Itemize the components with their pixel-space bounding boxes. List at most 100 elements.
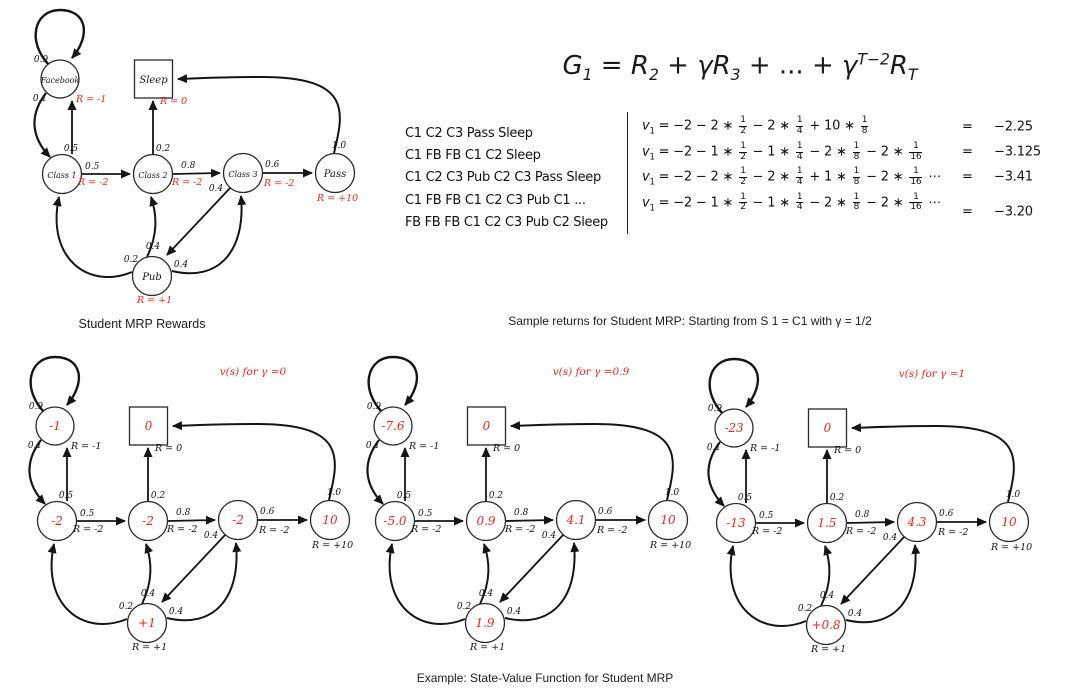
probability-label-c1-fb: 0.5: [397, 491, 412, 501]
probability-label-c1-fb: 0.5: [738, 493, 753, 503]
transition-edge-c3-pub: [161, 533, 227, 603]
diagram-title: v(s) for γ =0.9: [553, 366, 630, 378]
state-label-pass: Pass: [323, 169, 347, 180]
probability-label-c1-c2: 0.5: [418, 509, 433, 519]
probability-label-c1-c2: 0.5: [80, 509, 95, 519]
probability-label-pass-sleep: 1.0: [327, 488, 342, 498]
state-node-fb: [373, 406, 413, 446]
probability-label-pass-sleep: 1.0: [1006, 490, 1021, 500]
reward-label-c3: R = -2: [596, 525, 627, 536]
probability-label-pub-c2: 0.4: [146, 242, 161, 252]
episode-row: C1 C2 C3 Pub C2 C3 Pass Sleep: [405, 170, 601, 186]
return-value: −3.20: [994, 204, 1033, 220]
transition-edge-c2-c3: [167, 515, 216, 525]
transition-edge-pub-c2: [146, 196, 159, 258]
state-node-pass: [314, 152, 356, 194]
formula-token: +: [658, 50, 698, 81]
state-label-c2: 0.9: [476, 514, 495, 528]
reward-label-c3: R = -2: [258, 525, 289, 536]
state-label-fb: -7.6: [381, 419, 405, 433]
reward-label-c2: R = -2: [171, 177, 202, 188]
reward-label-fb: R = -1: [749, 443, 780, 454]
formula-token: γT−2: [842, 50, 890, 81]
state-label-c3: 4.1: [565, 513, 585, 527]
state-node-sleep: [128, 406, 169, 446]
formula-token: RT: [889, 50, 918, 84]
state-label-fb: -23: [724, 421, 744, 435]
state-label-c3: Class 3: [228, 170, 257, 179]
transition-edge-c2-c3: [505, 515, 554, 525]
probability-label-c1-fb: 0.5: [59, 491, 74, 501]
probability-label-c1-fb: 0.5: [64, 144, 79, 154]
reward-label-c2: R = -2: [845, 526, 876, 537]
state-label-sleep: 0: [483, 419, 491, 433]
equals-sign: =: [962, 169, 973, 185]
probability-label-fb-c1: 0.1: [707, 443, 721, 453]
reward-label-c1: R = -2: [410, 524, 441, 535]
probability-label-pub-c1: 0.2: [124, 255, 139, 265]
state-label-c1: -13: [726, 516, 746, 530]
reward-label-sleep: R = 0: [833, 445, 861, 456]
probability-label-pub-c1: 0.2: [457, 602, 472, 612]
state-label-pass: 10: [322, 513, 338, 527]
state-node-c2: [806, 502, 848, 544]
state-label-sleep: Sleep: [139, 75, 168, 86]
probability-label-pub-c2: 0.4: [479, 589, 494, 599]
probability-label-pub-c1: 0.2: [798, 604, 813, 614]
transition-edge-c3-pub: [840, 535, 906, 605]
reward-label-c1: R = -2: [77, 177, 108, 188]
state-node-c1: [36, 500, 78, 542]
reward-label-sleep: R = 0: [159, 96, 187, 107]
probability-label-c2-c3: 0.8: [181, 161, 196, 171]
state-node-pass: [309, 499, 351, 541]
state-label-c1: -2: [51, 514, 63, 528]
state-label-c2: Class 2: [138, 171, 167, 180]
probability-label-pub-c1: 0.2: [119, 602, 134, 612]
probability-label-c2-c3: 0.8: [855, 510, 870, 520]
probability-label-pub-c2: 0.4: [820, 591, 835, 601]
transition-edge-fb-fb: [29, 355, 81, 414]
probability-label-c1-c2: 0.5: [759, 511, 774, 521]
probability-label-c3-pub: 0.4: [204, 531, 219, 541]
return-value: −2.25: [994, 119, 1033, 135]
transition-edge-fb-fb: [367, 355, 419, 414]
state-node-c1: [715, 502, 757, 544]
state-label-fb: -1: [49, 419, 61, 433]
probability-label-c2-c3: 0.8: [514, 508, 529, 518]
transition-edge-pub-c2: [141, 543, 154, 605]
formula-token: γR3: [697, 50, 741, 84]
reward-label-c1: R = -2: [72, 524, 103, 535]
diagram-title: v(s) for γ =0: [220, 366, 287, 378]
state-label-c1: -5.0: [383, 514, 407, 528]
state-node-pub: [126, 602, 168, 644]
episode-row: FB FB FB C1 C2 C3 Pub C2 Sleep: [405, 214, 608, 230]
probability-label-c3-pub: 0.4: [883, 533, 898, 543]
reward-label-pub: R = +1: [136, 295, 172, 306]
transition-edge-fb-fb: [34, 8, 86, 67]
state-node-pub: [464, 602, 506, 644]
reward-label-pass: R = +10: [311, 540, 353, 551]
equals-sign: =: [962, 119, 973, 135]
probability-label-fb-fb: 0.9: [367, 402, 382, 412]
probability-label-pub-c3: 0.4: [169, 607, 184, 617]
state-node-c3: [555, 499, 597, 541]
state-node-c1: [41, 153, 83, 195]
reward-label-c2: R = -2: [166, 524, 197, 535]
state-node-c3: [217, 499, 259, 541]
probability-label-c2-sleep: 0.2: [151, 491, 166, 501]
transition-edge-pub-c3: [504, 542, 580, 622]
formula-token: G1: [562, 50, 593, 84]
transition-edge-pub-c1: [52, 196, 133, 278]
probability-label-fb-fb: 0.9: [708, 404, 723, 414]
